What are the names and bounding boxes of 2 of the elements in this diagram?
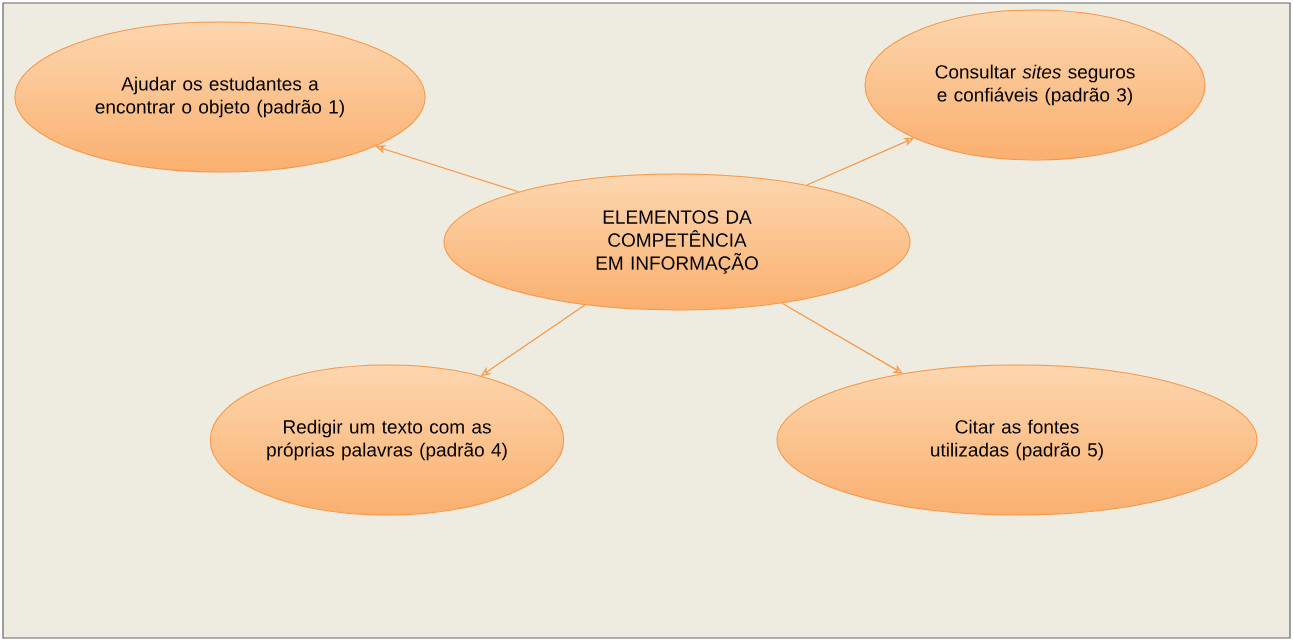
arrow [781,302,903,374]
arrow [806,138,914,186]
